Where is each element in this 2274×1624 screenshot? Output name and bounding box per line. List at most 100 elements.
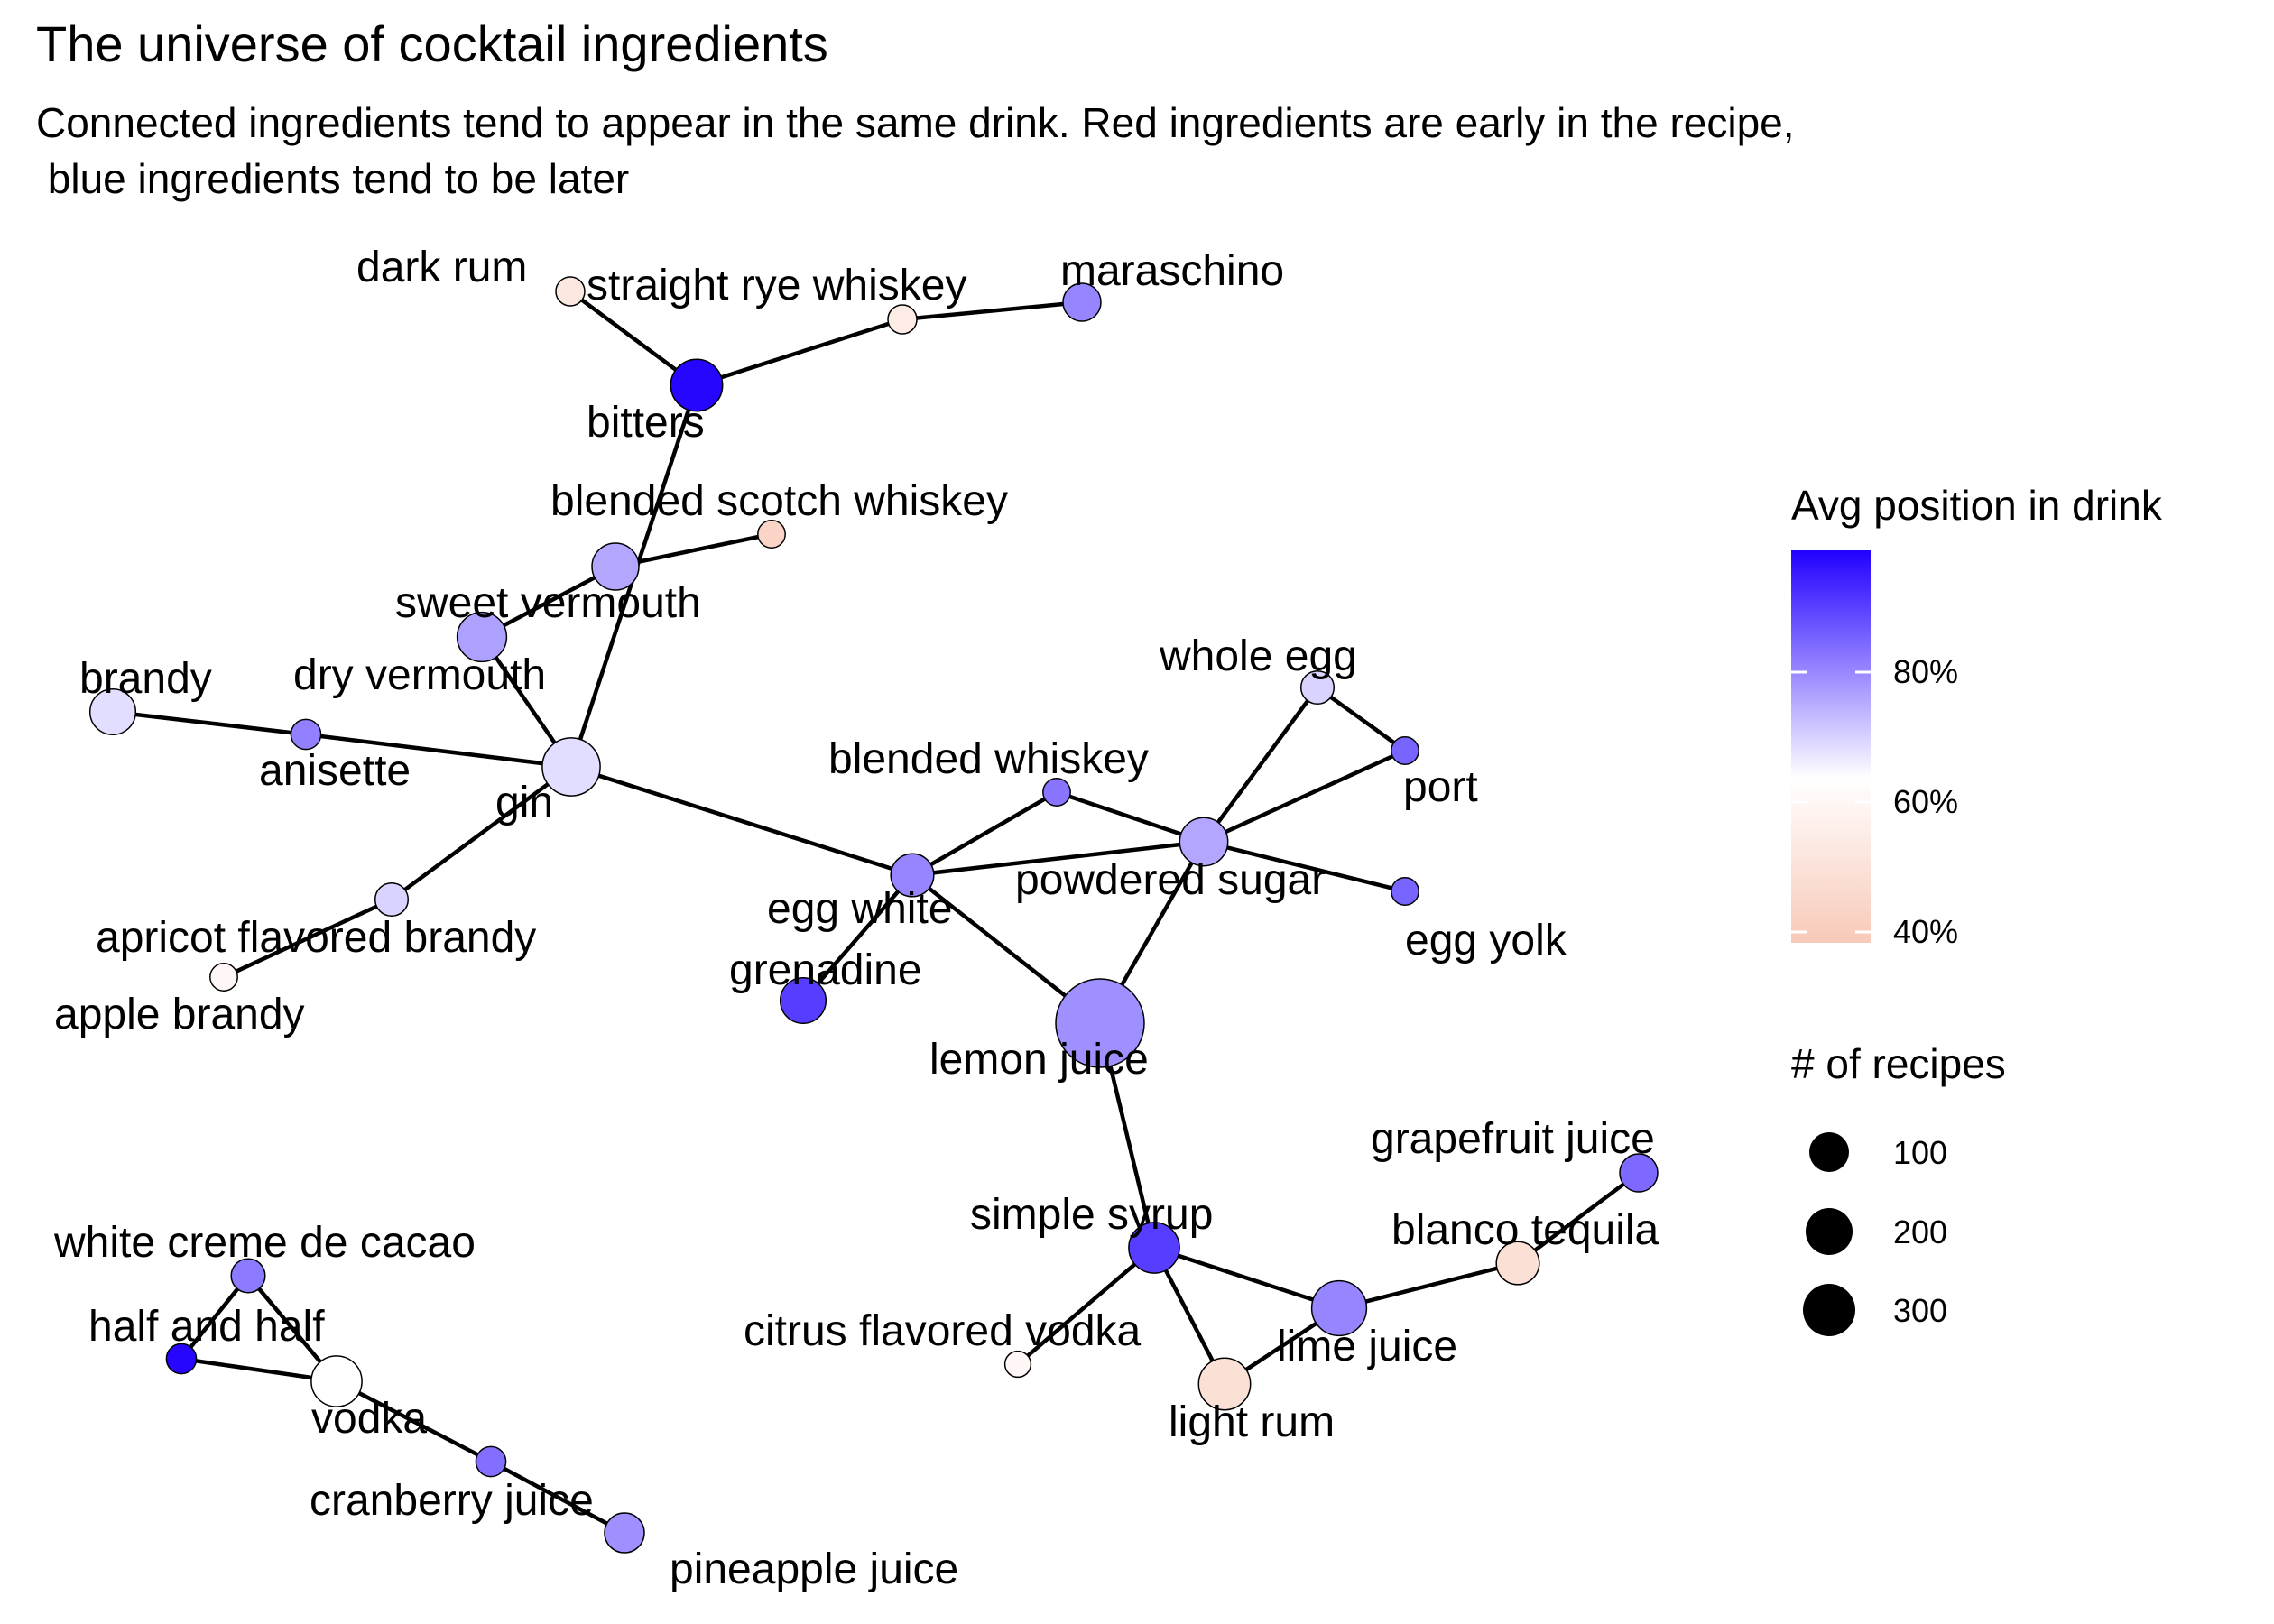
edge-blended_whiskey-powdered_sugar <box>1056 789 1205 844</box>
label-layer: dark rum straight rye whiskey maraschino bi… <box>53 244 1659 1593</box>
edge-lime_juice-blanco_tequila <box>1338 1260 1519 1311</box>
edge-powdered_sugar-egg_yolk <box>1203 839 1406 894</box>
edge-gin-apricot_flavored_brandy <box>390 765 573 901</box>
node-label-egg-yolk: egg yolk <box>1405 917 1567 964</box>
node-lemon-juice <box>1055 978 1145 1068</box>
node-label-grenadine: grenadine <box>729 946 922 994</box>
node-apple-brandy <box>209 963 238 992</box>
legend: Avg position in drink 80% 60% 40% # of r… <box>1791 482 2163 1336</box>
node-citrus-flavored-vodka <box>1003 1350 1032 1379</box>
edge-powdered_sugar-whole_egg <box>1202 686 1319 844</box>
node-label-dark-rum: dark rum <box>356 244 527 291</box>
node-simple-syrup <box>1128 1222 1180 1274</box>
node-label-port: port <box>1403 763 1478 811</box>
size-legend-label-100: 100 <box>1893 1134 1947 1171</box>
edge-sweet_vermouth-blended_scotch_whiskey <box>615 531 772 569</box>
node-cranberry-juice <box>475 1445 507 1478</box>
node-label-white-creme-de-cacao: white creme de cacao <box>53 1219 476 1267</box>
node-egg-white <box>890 853 935 898</box>
node-label-pineapple-juice: pineapple juice <box>670 1546 958 1593</box>
node-label-blended-scotch-whiskey: blended scotch whiskey <box>550 477 1008 525</box>
node-label-maraschino: maraschino <box>1060 247 1284 295</box>
node-label-whole-egg: whole egg <box>1159 632 1357 680</box>
color-legend-tick-60: 60% <box>1893 783 1958 820</box>
node-label-light-rum: light rum <box>1169 1398 1335 1446</box>
edge-straight_rye_whiskey-maraschino <box>901 300 1083 322</box>
edge-layer <box>112 290 1641 1535</box>
edge-powdered_sugar-port <box>1203 748 1406 844</box>
size-legend-key-100 <box>1809 1132 1849 1172</box>
node-gin <box>541 737 601 797</box>
color-legend-tick-40: 40% <box>1893 913 1958 950</box>
edge-gin-egg_white <box>570 764 913 878</box>
node-label-bitters: bitters <box>587 399 705 447</box>
node-vodka <box>310 1355 363 1407</box>
node-label-gin: gin <box>495 779 553 826</box>
node-label-anisette: anisette <box>259 747 411 795</box>
edge-whole_egg-port <box>1316 686 1407 752</box>
edge-egg_white-blended_whiskey <box>911 790 1058 877</box>
size-legend-title: # of recipes <box>1791 1040 2006 1087</box>
node-label-apple-brandy: apple brandy <box>54 991 305 1038</box>
size-legend-key-300 <box>1803 1284 1855 1336</box>
edge-egg_white-grenadine <box>801 873 914 1002</box>
size-legend-label-200: 200 <box>1893 1213 1947 1250</box>
color-legend-bar <box>1791 550 1871 943</box>
edge-egg_white-powdered_sugar <box>911 839 1205 878</box>
node-light-rum <box>1197 1357 1252 1411</box>
node-label-sweet-vermouth: sweet vermouth <box>395 579 701 627</box>
node-dark-rum <box>555 276 586 307</box>
node-layer <box>88 276 1659 1554</box>
node-sweet-vermouth <box>591 542 640 591</box>
figure-title: The universe of cocktail ingredients <box>36 15 828 72</box>
node-blanco-tequila <box>1495 1241 1540 1286</box>
node-blended-whiskey <box>1042 778 1071 807</box>
node-lime-juice <box>1310 1279 1368 1337</box>
node-label-straight-rye-whiskey: straight rye whiskey <box>587 262 966 309</box>
node-grenadine <box>779 976 827 1025</box>
color-legend-ticks <box>1791 670 1871 934</box>
node-label-brandy: brandy <box>79 655 212 703</box>
node-brandy <box>88 687 137 736</box>
edge-white_creme_de_cacao-half_and_half <box>180 1274 250 1361</box>
node-apricot-flavored-brandy <box>374 881 410 918</box>
node-label-powdered-sugar: powdered sugar <box>1015 856 1326 904</box>
node-anisette <box>290 718 322 751</box>
node-label-apricot-flavored-brandy: apricot flavored brandy <box>96 914 536 962</box>
edge-simple_syrup-lime_juice <box>1153 1245 1340 1311</box>
node-label-vodka: vodka <box>311 1395 427 1443</box>
color-legend-tick-80: 80% <box>1893 653 1958 690</box>
size-legend-key-200 <box>1806 1208 1853 1255</box>
node-white-creme-de-cacao <box>230 1258 266 1294</box>
node-blended-scotch-whiskey <box>757 520 786 549</box>
node-label-half-and-half: half and half <box>88 1303 325 1351</box>
edge-half_and_half-vodka <box>180 1356 337 1384</box>
node-egg-yolk <box>1391 877 1419 906</box>
node-label-blanco-tequila: blanco tequila <box>1391 1206 1659 1254</box>
node-label-egg-white: egg white <box>767 885 952 933</box>
node-label-dry-vermouth: dry vermouth <box>293 651 546 699</box>
node-dry-vermouth <box>456 611 508 663</box>
node-whole-egg <box>1299 669 1336 706</box>
edge-brandy-anisette <box>112 709 307 737</box>
node-label-simple-syrup: simple syrup <box>970 1191 1213 1239</box>
node-powdered-sugar <box>1179 817 1229 867</box>
node-port <box>1391 736 1419 765</box>
edge-vodka-cranberry_juice <box>335 1379 493 1463</box>
node-bitters <box>670 358 724 412</box>
edge-apricot_flavored_brandy-apple_brandy <box>223 897 393 980</box>
edge-anisette-gin <box>305 732 572 770</box>
node-label-blended-whiskey: blended whiskey <box>828 735 1149 783</box>
node-grapefruit-juice <box>1619 1153 1659 1193</box>
node-label-lime-juice: lime juice <box>1277 1323 1457 1370</box>
edge-cranberry_juice-pineapple_juice <box>489 1460 626 1535</box>
figure-subtitle-line-1: Connected ingredients tend to appear in … <box>36 99 1795 146</box>
node-label-cranberry-juice: cranberry juice <box>310 1477 594 1525</box>
node-label-lemon-juice: lemon juice <box>929 1036 1149 1084</box>
edge-bitters-straight_rye_whiskey <box>696 317 903 388</box>
edge-blanco_tequila-grapefruit_juice <box>1516 1171 1641 1265</box>
figure-subtitle-line-2: blue ingredients tend to be later <box>36 155 629 202</box>
node-label-citrus-flavored-vodka: citrus flavored vodka <box>744 1307 1142 1355</box>
node-maraschino <box>1062 282 1102 322</box>
edge-simple_syrup-citrus_flavored_vodka <box>1016 1246 1156 1366</box>
